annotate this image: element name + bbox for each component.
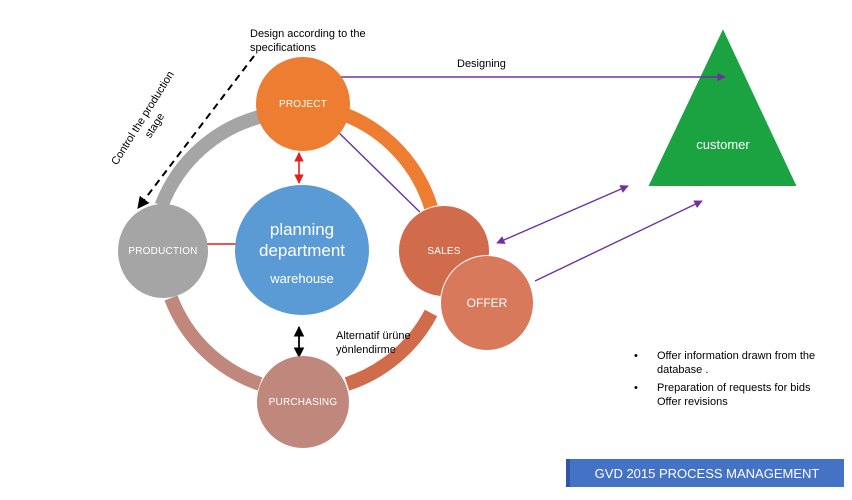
purchasing-node: PURCHASING [257, 356, 349, 448]
note-item: Preparation of requests for bids [628, 381, 843, 395]
offer-node: OFFER [440, 255, 534, 351]
banner-text: GVD 2015 PROCESS MANAGEMENT [594, 465, 820, 481]
control-stage-arrow [137, 55, 255, 209]
project-label: PROJECT [278, 98, 328, 110]
sales-label: SALES [427, 245, 461, 257]
designing-label: Designing [457, 58, 506, 70]
notes-list: Offer information drawn from the databas… [628, 349, 843, 409]
planning-label-line1: planning [269, 219, 335, 239]
ring-segment-purchasing-production [164, 295, 263, 391]
offer-label: OFFER [466, 296, 508, 310]
note-item: Offer information drawn from the databas… [628, 349, 843, 377]
planning-department-node: planning department warehouse [235, 185, 369, 315]
note-item: Offer revisions [657, 396, 728, 408]
ring-segment-offer-purchasing [344, 309, 438, 391]
ring-segment-project-sales [343, 108, 439, 212]
arrow-sales-project [332, 126, 431, 223]
title-banner: GVD 2015 PROCESS MANAGEMENT [566, 459, 844, 487]
arrow-sales-customer [496, 185, 629, 244]
planning-label-line2: department [259, 240, 345, 260]
design-spec-label: Design according to the specifications [250, 28, 366, 54]
arrow-offer-customer [534, 200, 703, 282]
alternatif-label: Alternatif ürüne yönlendirme [336, 330, 411, 356]
production-node: PRODUCTION [118, 204, 208, 298]
ring-segment-production-project [154, 109, 265, 209]
warehouse-label: warehouse [270, 270, 334, 286]
production-label: PRODUCTION [128, 245, 198, 257]
project-node: PROJECT [256, 57, 350, 151]
customer-label: customer [696, 137, 750, 152]
purchasing-label: PURCHASING [268, 396, 338, 408]
customer-triangle [645, 24, 800, 188]
